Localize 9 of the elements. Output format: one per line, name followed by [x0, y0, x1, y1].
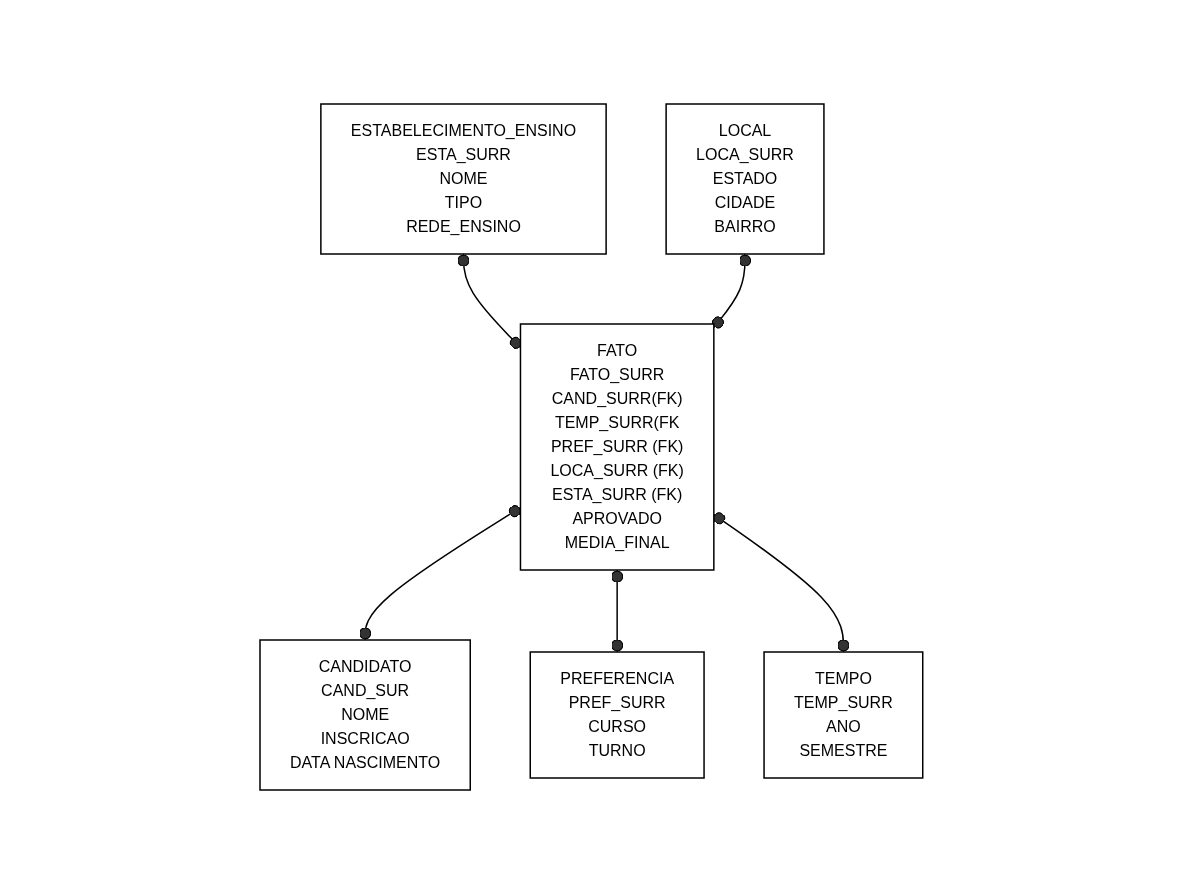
- node-box: CANDIDATO CAND_SUR NOME INSCRICAO DATA NASCIMENTO: [259, 639, 472, 791]
- node-box: TEMPO TEMP_SURR ANO SEMESTRE: [763, 651, 924, 779]
- node-box: LOCAL LOCA_SURR ESTADO CIDADE BAIRRO: [665, 103, 825, 255]
- node-box: ESTABELECIMENTO_ENSINO ESTA_SURR NOME TIPO REDE_ENSINO: [320, 103, 607, 255]
- node-box: PREFERENCIA PREF_SURR CURSO TURNO: [529, 651, 705, 779]
- connector: [712, 253, 752, 329]
- connector: [713, 512, 850, 653]
- connector: [611, 569, 624, 653]
- node-box: FATO FATO_SURR CAND_SURR(FK) TEMP_SURR(FK PREF_SURR (FK) LOCA_SURR (FK) ESTA_SURR (FK) APROVADO MEDIA_FINAL: [519, 323, 715, 571]
